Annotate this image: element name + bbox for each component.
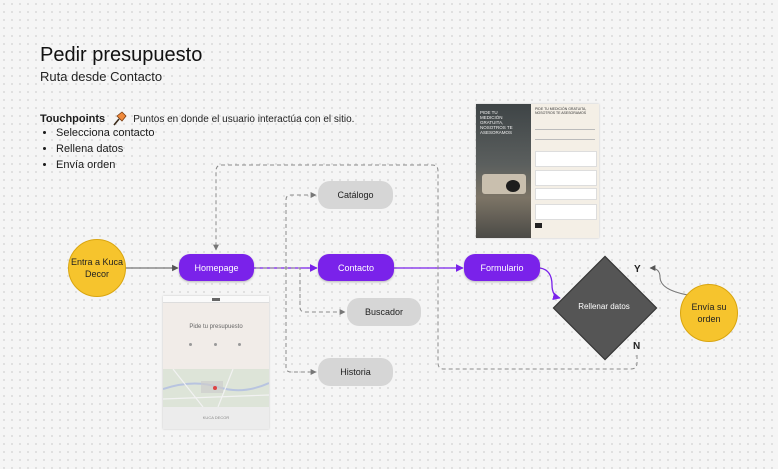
thumb-map	[163, 369, 269, 407]
chair-shape	[506, 180, 520, 192]
thumb-navbar	[163, 296, 269, 303]
buscador-node[interactable]: Buscador	[347, 298, 421, 326]
page-title: Pedir presupuesto	[40, 44, 203, 66]
dot-icon	[238, 343, 241, 346]
touchpoint-item: Rellena datos	[56, 141, 154, 157]
yes-label: Y	[634, 264, 641, 275]
thumb-footer: KUCA DECOR	[163, 407, 269, 429]
catalogo-node[interactable]: Catálogo	[318, 181, 393, 209]
map-image	[163, 369, 269, 407]
touchpoint-item: Envía orden	[56, 157, 154, 173]
contacto-page-thumbnail: Pide tu presupuesto KUCA DECOR	[163, 296, 269, 429]
thumb-side-heading: PIDE TU MEDICIÓN GRATUITA, NOSOTROS TE A…	[480, 110, 513, 135]
touchpoints-label: Touchpoints	[40, 113, 106, 125]
touchpoint-item: Selecciona contacto	[56, 125, 154, 141]
rellenar-label: Rellenar datos	[578, 302, 630, 311]
thumb-form-heading: PIDE TU MEDICIÓN GRATUITA, NOSOTROS TE A…	[535, 107, 587, 115]
logo-icon	[212, 297, 220, 301]
thumb-heading: Pide tu presupuesto	[189, 324, 243, 330]
page-subtitle: Ruta desde Contacto	[40, 69, 163, 84]
thumb-textarea	[535, 188, 597, 200]
homepage-node[interactable]: Homepage	[179, 254, 254, 281]
thumb-room-photo: PIDE TU MEDICIÓN GRATUITA, NOSOTROS TE A…	[476, 104, 531, 238]
edge-formulario-rellenar	[539, 267, 561, 301]
thumb-footer-brand: KUCA DECOR	[202, 415, 230, 420]
thumb-submit-button	[535, 223, 542, 228]
edge-envia-yes	[649, 265, 689, 296]
touchpoints-list: Selecciona contacto Rellena datos Envía …	[40, 125, 154, 173]
no-label: N	[633, 341, 641, 352]
form-page-thumbnail: PIDE TU MEDICIÓN GRATUITA, NOSOTROS TE A…	[476, 104, 599, 238]
historia-node[interactable]: Historia	[318, 358, 393, 386]
edge-homepage-historia	[256, 267, 317, 375]
thumb-textarea	[535, 151, 597, 167]
dot-icon	[214, 343, 217, 346]
contacto-node[interactable]: Contacto	[318, 254, 394, 281]
thumb-textarea	[535, 170, 597, 186]
pushpin-icon	[113, 111, 127, 126]
thumb-textarea	[535, 204, 597, 220]
edge-no-loop-homepage	[213, 164, 638, 370]
edge-homepage-catalogo	[256, 192, 317, 269]
edge-homepage-buscador	[256, 267, 346, 315]
start-node: Entra a Kuca Decor	[68, 239, 126, 297]
formulario-node[interactable]: Formulario	[464, 254, 540, 281]
dot-icon	[189, 343, 192, 346]
thumb-field	[535, 126, 595, 130]
envia-node: Envía su orden	[680, 284, 738, 342]
thumb-hero: Pide tu presupuesto	[163, 303, 269, 369]
touchpoints-legend: Touchpoints Puntos en donde el usuario i…	[40, 111, 354, 127]
touchpoints-description: Puntos en donde el usuario interactúa co…	[133, 113, 355, 125]
thumb-field	[535, 136, 595, 140]
